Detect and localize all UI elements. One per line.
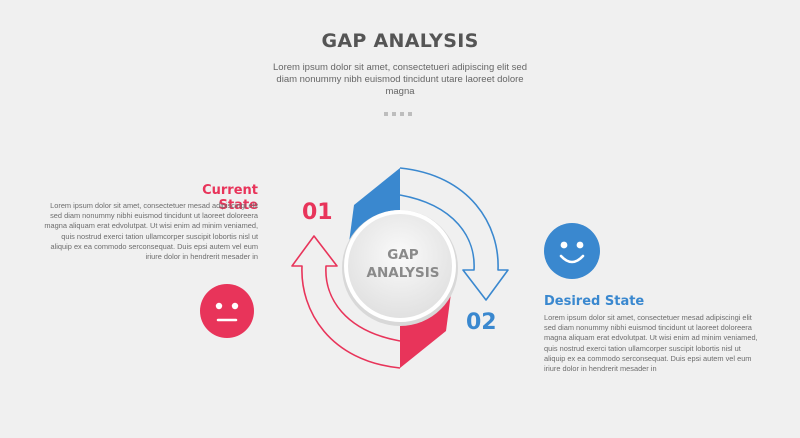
smiley-face-icon [544, 223, 600, 279]
center-label-line1: GAP [387, 247, 419, 263]
red-arrow-outline [291, 235, 401, 369]
step-number-01: 01 [302, 200, 333, 225]
step-number-02: 02 [466, 310, 497, 335]
page-subtitle: Lorem ipsum dolor sit amet, consectetuer… [273, 62, 527, 97]
desired-state-text: Lorem ipsum dolor sit amet, consectetuer… [544, 313, 758, 374]
desired-state-heading: Desired State [544, 294, 645, 309]
current-state-text: Lorem ipsum dolor sit amet, consectetuer… [44, 201, 258, 262]
divider-dots [384, 103, 416, 116]
page-title: GAP ANALYSIS [321, 30, 479, 52]
center-circle [344, 210, 456, 322]
center-label-line2: ANALYSIS [366, 265, 440, 281]
center-label: GAP ANALYSIS [348, 246, 458, 282]
blue-arrow-outline [399, 167, 509, 301]
neutral-face-icon [200, 284, 254, 338]
current-state-heading: Current State [202, 183, 258, 213]
